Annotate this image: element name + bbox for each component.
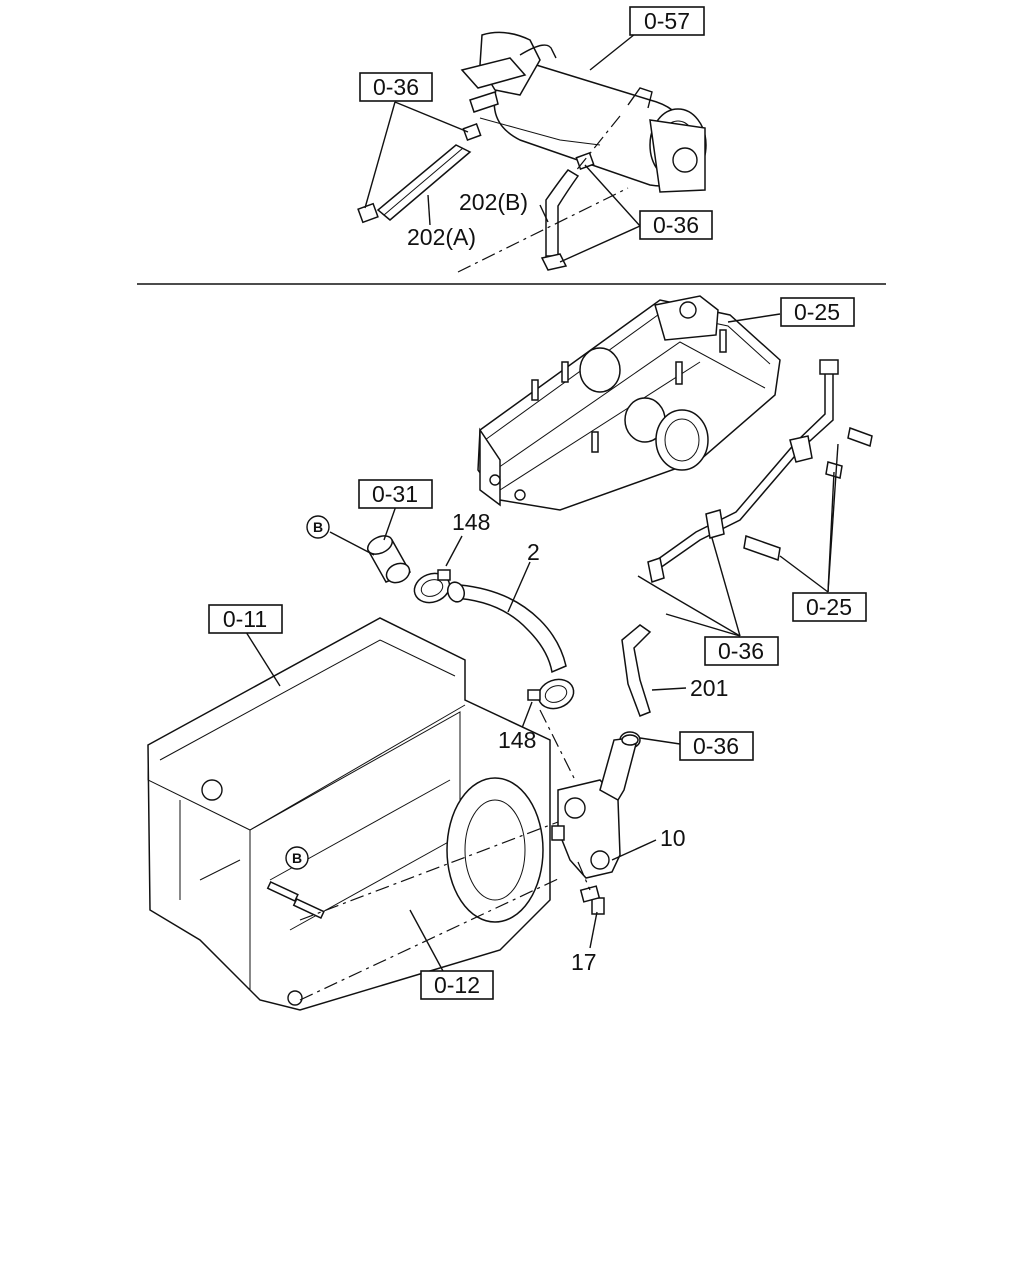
svg-text:0-36: 0-36 <box>718 638 764 664</box>
label-2: 2 <box>527 539 540 565</box>
cylinder-block <box>147 617 551 1011</box>
svg-text:0-57: 0-57 <box>644 8 690 34</box>
ref-box-0-36-top-right[interactable]: 0-36 <box>639 210 713 240</box>
label-10: 10 <box>660 825 686 851</box>
label-202a: 202(A) <box>407 224 476 250</box>
ref-box-0-57[interactable]: 0-57 <box>629 6 705 36</box>
clamp-148-top <box>413 569 451 604</box>
clamp-148-low <box>527 678 575 710</box>
hose-201 <box>621 624 652 717</box>
svg-text:B: B <box>313 519 323 535</box>
label-201: 201 <box>690 675 728 701</box>
svg-text:0-12: 0-12 <box>434 972 480 998</box>
connector-b-low: B <box>285 846 309 870</box>
hose-202a <box>357 123 482 224</box>
ref-box-0-12[interactable]: 0-12 <box>420 970 494 1000</box>
svg-text:0-11: 0-11 <box>223 606 267 632</box>
hose-202b <box>540 152 595 271</box>
egr-pipe <box>647 359 873 583</box>
svg-text:0-31: 0-31 <box>372 481 418 507</box>
hose-2 <box>446 581 567 674</box>
svg-text:0-36: 0-36 <box>693 733 739 759</box>
thermostat <box>366 535 412 584</box>
egr-cooler <box>460 31 707 193</box>
label-202b: 202(B) <box>459 189 528 215</box>
svg-text:0-25: 0-25 <box>806 594 852 620</box>
ref-box-0-25-right[interactable]: 0-25 <box>792 592 867 622</box>
ref-box-0-36-low[interactable]: 0-36 <box>679 731 754 761</box>
ref-box-0-25-top[interactable]: 0-25 <box>780 297 855 327</box>
label-17: 17 <box>571 949 597 975</box>
svg-text:0-25: 0-25 <box>794 299 840 325</box>
label-148-low: 148 <box>498 727 536 753</box>
bolt-17 <box>579 885 605 915</box>
svg-text:0-36: 0-36 <box>373 74 419 100</box>
water-outlet <box>551 734 639 879</box>
ref-box-0-36-mid[interactable]: 0-36 <box>704 636 779 666</box>
ref-box-0-31[interactable]: 0-31 <box>358 479 433 509</box>
label-148-top: 148 <box>452 509 490 535</box>
intake-manifold <box>477 295 781 511</box>
ref-box-0-11[interactable]: 0-11 <box>208 604 283 634</box>
svg-text:B: B <box>292 850 302 866</box>
connector-b-top: B <box>306 515 330 539</box>
ref-box-0-36-top-left[interactable]: 0-36 <box>359 72 433 102</box>
svg-text:0-36: 0-36 <box>653 212 699 238</box>
